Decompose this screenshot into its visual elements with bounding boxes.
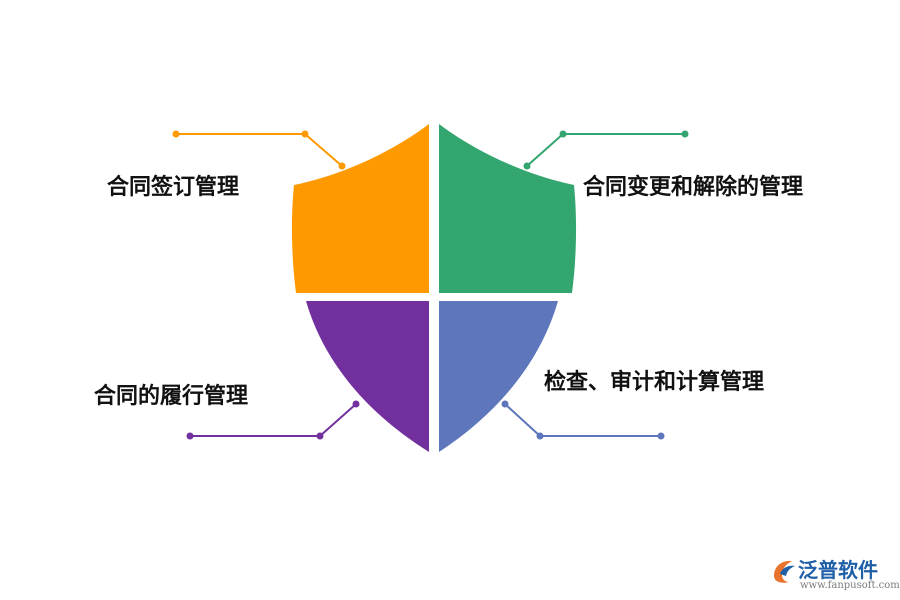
- watermark-url: www.fanpusoft.com: [800, 580, 900, 591]
- label-inspection-audit-calculation: 检查、审计和计算管理: [544, 370, 765, 395]
- label-contract-change-termination: 合同变更和解除的管理: [583, 175, 804, 200]
- shield-quadrant-bottom-right: [439, 301, 558, 452]
- connector-bottom-right: [501, 400, 665, 440]
- watermark-brand: 泛普软件: [798, 558, 878, 582]
- connector-top-left: [172, 130, 346, 170]
- shield-quadrant-top-right: [439, 124, 577, 293]
- shield-quadrant-top-left: [291, 124, 429, 293]
- label-contract-performance: 合同的履行管理: [94, 384, 249, 409]
- connector-top-right: [523, 130, 689, 170]
- connector-bottom-left: [186, 400, 360, 440]
- label-contract-signing: 合同签订管理: [107, 175, 240, 200]
- brand-logo-icon: [774, 560, 795, 583]
- watermark-logo: 泛普软件 www.fanpusoft.com: [770, 552, 900, 596]
- shield-quadrant-bottom-left: [306, 301, 429, 452]
